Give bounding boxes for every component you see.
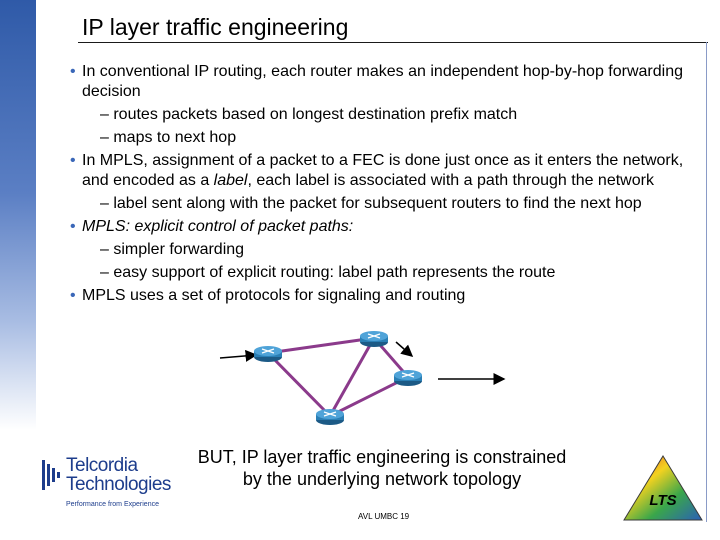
bullet-dot-icon: • xyxy=(70,152,76,169)
network-topology-diagram xyxy=(219,331,506,425)
bullet-1: • In conventional IP routing, each route… xyxy=(70,62,705,102)
bullet-4-text: MPLS uses a set of protocols for signali… xyxy=(82,287,466,304)
topology-caption: BUT, IP layer traffic engineering is con… xyxy=(170,446,594,490)
link-b-d xyxy=(328,337,376,417)
link-a-d xyxy=(266,351,332,418)
router-icon xyxy=(360,331,388,347)
footer-text: AVL UMBC 19 xyxy=(358,512,410,521)
bullet-2-text-pre: In MPLS, assignment of a packet to a FEC… xyxy=(82,152,684,189)
sub-bullet: – label sent along with the packet for s… xyxy=(100,195,642,212)
bullet-dot-icon: • xyxy=(70,287,76,304)
logo-tagline: Performance from Experience xyxy=(66,501,159,508)
bullet-2-text-italic: label xyxy=(213,172,248,189)
right-divider xyxy=(706,42,707,522)
router-icon xyxy=(254,346,282,362)
left-accent-bar xyxy=(0,0,36,430)
bullet-4: • MPLS uses a set of protocols for signa… xyxy=(70,286,705,306)
bullet-3-text-italic: explicit control of packet paths: xyxy=(134,218,354,235)
lts-label: LTS xyxy=(649,492,676,509)
caption-line-1: BUT, IP layer traffic engineering is con… xyxy=(197,447,567,467)
router-icon xyxy=(394,370,422,386)
link-d-c xyxy=(329,375,409,418)
bullet-dot-icon: • xyxy=(70,63,76,80)
lts-triangle-icon xyxy=(623,455,703,521)
bullet-3-text-pre: MPLS: xyxy=(82,218,135,235)
lts-logo: LTS xyxy=(623,455,703,521)
bullet-1-text: In conventional IP routing, each router … xyxy=(82,63,683,100)
bullet-list: • In conventional IP routing, each route… xyxy=(70,62,705,309)
egress-arrow-icon xyxy=(395,341,414,357)
slide-title: IP layer traffic engineering xyxy=(82,14,349,40)
sub-bullet: – simpler forwarding xyxy=(100,241,245,258)
bullet-2: • In MPLS, assignment of a packet to a F… xyxy=(70,151,705,191)
bullet-2-text-post: , each label is associated with a path t… xyxy=(247,172,654,189)
title-divider xyxy=(78,42,708,43)
bullet-3: • MPLS: explicit control of packet paths… xyxy=(70,217,705,237)
sub-bullet: – maps to next hop xyxy=(100,129,237,146)
telcordia-logo: Telcordia Technologies Performance from … xyxy=(40,456,171,518)
logo-wordmark: Telcordia Technologies xyxy=(66,456,171,494)
bullet-dot-icon: • xyxy=(70,218,76,235)
logo-line-2: Technologies xyxy=(66,474,171,495)
sub-bullet: – routes packets based on longest destin… xyxy=(100,106,518,123)
ingress-arrow-icon xyxy=(219,349,258,362)
router-icon xyxy=(316,409,344,425)
link-a-b xyxy=(267,336,375,355)
sub-bullet: – easy support of explicit routing: labe… xyxy=(100,264,556,281)
topology-links xyxy=(266,336,410,418)
telcordia-mark-icon xyxy=(42,460,60,490)
logo-line-1: Telcordia xyxy=(66,455,138,476)
caption-line-2: by the underlying network topology xyxy=(242,469,522,489)
